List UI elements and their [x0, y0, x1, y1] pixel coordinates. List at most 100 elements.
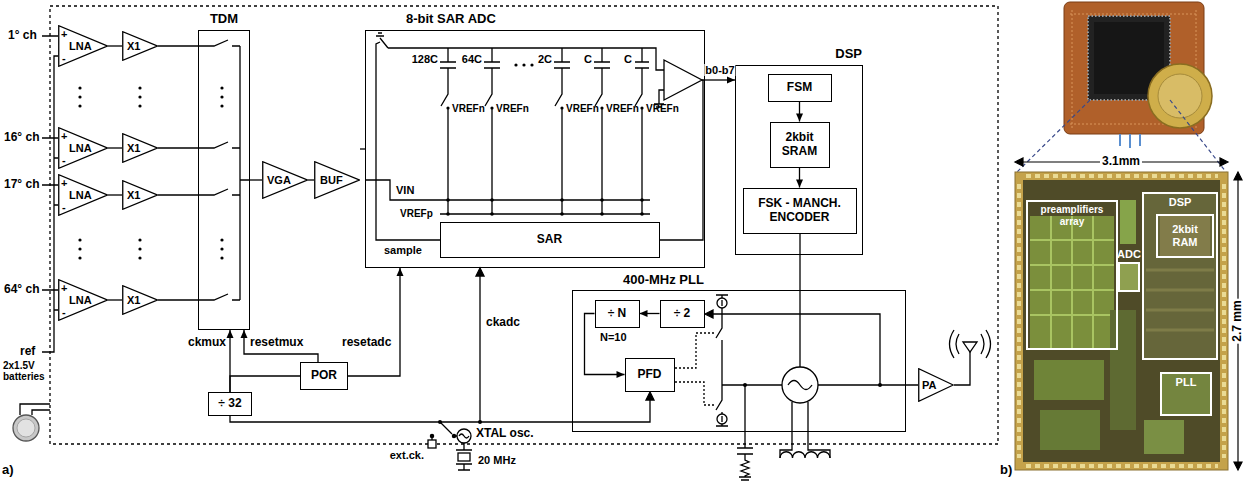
pll-block: 400-MHz PLL÷ N÷ 2PFD	[572, 290, 906, 432]
node-text: PFD	[638, 368, 662, 382]
logic-box: SAR	[440, 222, 660, 258]
signal-label: VREFn	[496, 103, 529, 114]
divider-box: ÷ N	[595, 300, 640, 328]
arrowhead	[227, 330, 234, 338]
signal-label: sample	[384, 244, 422, 256]
signal-label: VREFn	[452, 103, 485, 114]
signal-label: 64C	[462, 53, 482, 65]
comparator-symbol	[664, 60, 702, 100]
signal-label: -	[62, 154, 66, 166]
signal-label: 64° ch	[4, 283, 39, 296]
signal-label: ckmux	[188, 336, 226, 349]
die-region: preamplifiers array	[1026, 200, 1118, 350]
connector	[640, 310, 660, 317]
node-text: LNA	[69, 189, 92, 202]
signal-label: ext.ck.	[390, 449, 424, 461]
chip-photo	[1017, 2, 1226, 172]
connector	[705, 77, 735, 84]
signal-label: 2C	[538, 53, 552, 65]
block-heading: ADC	[1117, 248, 1141, 261]
arrowhead	[241, 330, 248, 338]
buffer-triangle: X1	[122, 31, 158, 61]
divider-box: ÷ 2	[660, 300, 705, 328]
connector	[796, 102, 803, 122]
capacitor-array	[365, 33, 705, 240]
arrowhead	[796, 114, 803, 122]
node-text: FSK - MANCH. ENCODER	[747, 197, 853, 225]
oscillator-symbol	[457, 429, 471, 443]
node-text: 2kbit RAM	[1160, 223, 1210, 248]
node-text: 2kbit SRAM	[774, 131, 826, 159]
node-text: ÷ N	[608, 307, 627, 321]
connector-line	[230, 376, 300, 392]
antenna-symbol	[950, 330, 991, 358]
signal-label: b)	[1000, 463, 1012, 477]
signal-label: N=10	[600, 331, 627, 343]
connector-line	[108, 45, 122, 46]
connector	[158, 195, 198, 196]
signal-label: 16° ch	[4, 131, 39, 144]
die-region: PLL	[1160, 372, 1212, 416]
connector-line	[158, 299, 198, 300]
signal-label: -	[62, 201, 66, 213]
connector-line	[308, 179, 314, 180]
signal-label: 2x1.5V batteries	[3, 360, 48, 382]
connector-line	[244, 330, 318, 362]
input-wire	[42, 36, 58, 290]
node-text: VGA	[267, 174, 291, 187]
connector-line	[348, 268, 400, 376]
reset-box: POR	[300, 362, 348, 390]
signal-label: 17° ch	[4, 178, 39, 191]
signal-label: -	[62, 306, 66, 318]
buffer-triangle: X1	[122, 285, 158, 315]
connector-line	[158, 147, 198, 148]
block-heading: 400-MHz PLL	[623, 273, 704, 288]
node-text: preamplifiers array	[1030, 204, 1114, 227]
signal-label: +	[61, 28, 67, 40]
arrowhead	[727, 77, 735, 84]
node-text: LNA	[69, 294, 92, 307]
node-text: X1	[127, 142, 140, 155]
signal-label: a)	[2, 463, 14, 477]
buffer-triangle: X1	[122, 133, 158, 163]
connector	[108, 148, 122, 149]
signal-label: 20 MHz	[478, 454, 516, 466]
detector-box: PFD	[625, 358, 675, 392]
signal-label: 3.1mm	[1100, 155, 1142, 168]
block-heading: DSP	[835, 47, 862, 62]
block-heading: 8-bit SAR ADC	[406, 12, 496, 27]
crystal-symbol	[458, 453, 470, 461]
node-text: POR	[311, 369, 337, 383]
signal-label: resetadc	[342, 336, 391, 349]
die-region: 2kbit RAM	[1156, 214, 1214, 258]
connector	[348, 268, 404, 376]
signal-label: ckadc	[486, 316, 520, 329]
terminal-symbol	[428, 440, 436, 448]
node-text: PA	[922, 379, 936, 392]
dimension-lines	[1015, 158, 1242, 470]
node-text: ÷ 2	[674, 307, 691, 321]
signal-label: 128C	[412, 53, 438, 65]
pll-internals	[675, 234, 991, 480]
die-region: ADC	[1118, 262, 1140, 292]
connector	[108, 46, 122, 47]
die-region: DSP2kbit RAM	[1142, 192, 1218, 360]
connector	[308, 180, 314, 181]
connector	[108, 195, 122, 196]
connector-line	[108, 147, 122, 148]
arrowhead	[397, 268, 404, 276]
connector-line	[108, 194, 122, 195]
signal-label: resetmux	[250, 336, 303, 349]
clock-wires	[230, 268, 654, 470]
reference-wire	[42, 56, 58, 352]
signal-label: VREFn	[646, 103, 679, 114]
signal-label: XTAL osc.	[476, 427, 534, 440]
node-text: LNA	[69, 142, 92, 155]
connector-line	[250, 179, 262, 180]
circuit-wires	[13, 6, 998, 480]
divider-box: ÷ 32	[208, 392, 252, 416]
node-text: ÷ 32	[218, 397, 241, 411]
signal-label: C	[624, 53, 632, 65]
signal-label: ref	[20, 345, 35, 358]
